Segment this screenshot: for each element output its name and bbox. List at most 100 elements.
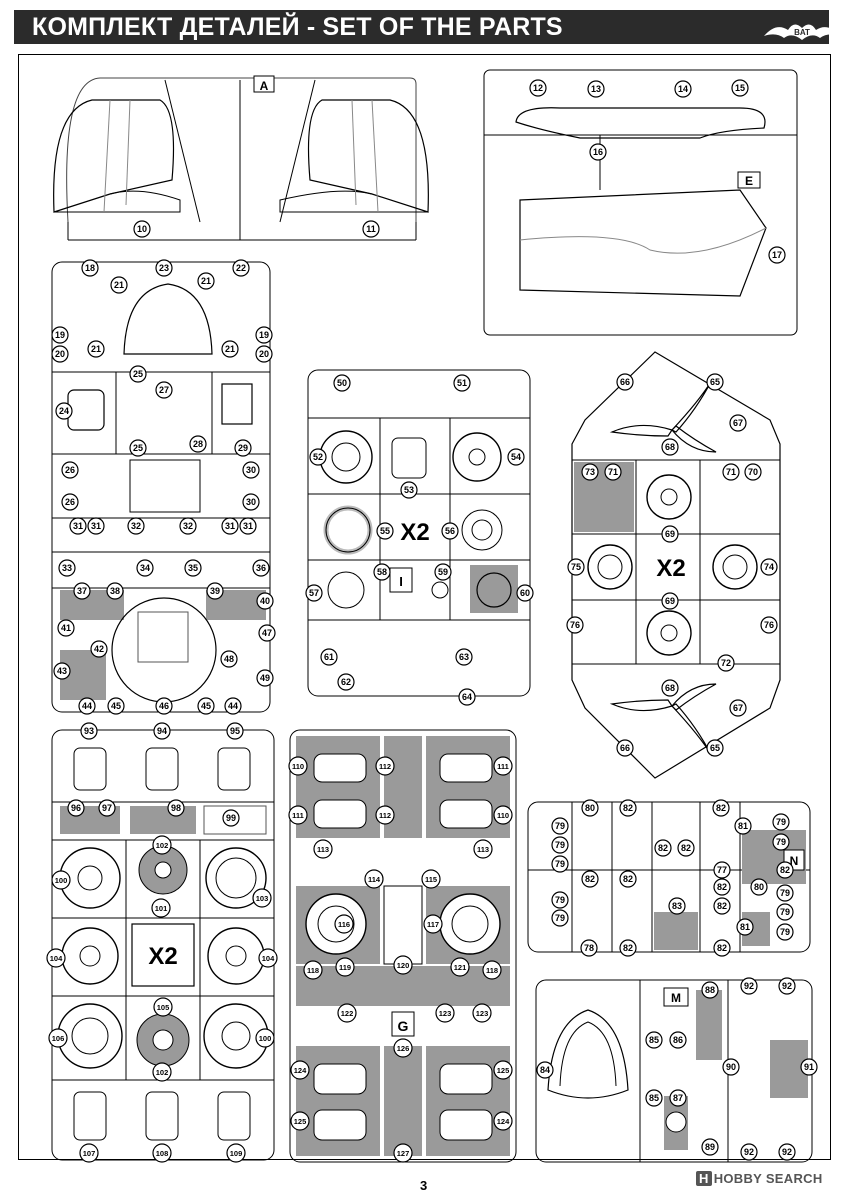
- part-number: 58: [377, 567, 387, 577]
- part-number-callout: 123: [472, 1003, 492, 1023]
- page-title: КОМПЛЕКТ ДЕТАЛЕЙ - SET OF THE PARTS: [32, 13, 563, 41]
- part-number-callout: 81: [734, 817, 752, 835]
- part-number: 82: [780, 865, 790, 875]
- sprue-a: [53, 75, 429, 241]
- part-number-callout: 64: [458, 688, 476, 706]
- part-number-callout: 26: [61, 493, 79, 511]
- part-number-callout: 121: [450, 957, 470, 977]
- part-number: 42: [94, 644, 104, 654]
- part-number: 113: [317, 845, 329, 854]
- part-number: 78: [584, 943, 594, 953]
- part-number-callout: 21: [197, 272, 215, 290]
- part-number: 21: [114, 280, 124, 290]
- part-number: 21: [225, 344, 235, 354]
- part-number: 39: [210, 586, 220, 596]
- part-number-callout: 44: [224, 697, 242, 715]
- part-number-callout: 115: [421, 869, 441, 889]
- part-number: 93: [84, 726, 94, 736]
- part-number: 82: [681, 843, 691, 853]
- part-number-callout: 68: [661, 438, 679, 456]
- part-number: 83: [672, 901, 682, 911]
- part-number: 44: [228, 701, 238, 711]
- part-number: 123: [476, 1009, 489, 1018]
- part-number: 30: [246, 465, 256, 475]
- part-number: 118: [307, 966, 319, 975]
- part-number: 65: [710, 743, 720, 753]
- part-number: 16: [593, 147, 603, 157]
- part-number-callout: 107: [79, 1143, 99, 1163]
- part-number: 82: [717, 943, 727, 953]
- part-number-callout: 73: [581, 463, 599, 481]
- part-number-callout: 97: [98, 799, 116, 817]
- part-number: 17: [772, 250, 782, 260]
- part-number-callout: 111: [288, 805, 308, 825]
- part-number-callout: 119: [335, 957, 355, 977]
- sprue-label-g: G: [398, 1018, 409, 1034]
- page-number: 3: [420, 1178, 428, 1193]
- part-number-callout: 21: [87, 340, 105, 358]
- part-number-callout: 82: [619, 799, 637, 817]
- part-number: 32: [131, 521, 141, 531]
- part-number: 31: [225, 521, 235, 531]
- part-number: 79: [780, 927, 790, 937]
- part-number-callout: 82: [677, 839, 695, 857]
- part-number: 82: [623, 803, 633, 813]
- part-number-callout: 45: [197, 697, 215, 715]
- part-number: 118: [486, 966, 498, 975]
- part-number-callout: 79: [551, 909, 569, 927]
- part-number-callout: 72: [717, 654, 735, 672]
- part-number-callout: 36: [252, 559, 270, 577]
- part-number: 103: [256, 894, 269, 903]
- part-number-callout: 60: [516, 584, 534, 602]
- part-number-callout: 50: [333, 374, 351, 392]
- part-number-callout: 30: [242, 493, 260, 511]
- part-number-callout: 82: [654, 839, 672, 857]
- part-number: 45: [111, 701, 121, 711]
- part-number: 46: [159, 701, 169, 711]
- part-number-callout: 112: [375, 756, 395, 776]
- part-number: 106: [52, 1034, 65, 1043]
- part-number-callout: 71: [604, 463, 622, 481]
- part-number-callout: 25: [129, 365, 147, 383]
- part-number: 19: [55, 330, 65, 340]
- part-number: 113: [477, 845, 489, 854]
- part-number-callout: 79: [551, 817, 569, 835]
- part-number-callout: 16: [589, 143, 607, 161]
- part-number: 67: [733, 418, 743, 428]
- part-number-callout: 11: [362, 220, 380, 238]
- part-number: 79: [555, 821, 565, 831]
- part-number-callout: 84: [536, 1061, 554, 1079]
- part-number-callout: 82: [581, 870, 599, 888]
- part-number-callout: 66: [616, 739, 634, 757]
- part-number-callout: 78: [580, 939, 598, 957]
- part-number-callout: 69: [661, 592, 679, 610]
- part-number-callout: 21: [221, 340, 239, 358]
- part-number: 68: [665, 683, 675, 693]
- part-number: 70: [748, 467, 758, 477]
- part-number-callout: 76: [566, 616, 584, 634]
- part-number-callout: 92: [778, 977, 796, 995]
- part-number: 79: [776, 837, 786, 847]
- part-number: 74: [764, 562, 774, 572]
- part-number-callout: 34: [136, 559, 154, 577]
- sprue-label-n: N: [790, 854, 799, 868]
- part-number-callout: 124: [493, 1111, 513, 1131]
- part-number: 55: [380, 526, 390, 536]
- part-number: 98: [171, 803, 181, 813]
- part-number: 69: [665, 596, 675, 606]
- part-number-callout: 45: [107, 697, 125, 715]
- part-number-callout: 79: [776, 923, 794, 941]
- sprue-label-m: M: [671, 991, 681, 1005]
- part-number: 15: [735, 83, 745, 93]
- part-number-callout: 26: [61, 461, 79, 479]
- part-number-callout: 66: [616, 373, 634, 391]
- part-number: 111: [292, 811, 304, 820]
- part-number-callout: 17: [768, 246, 786, 264]
- part-number: 92: [782, 981, 792, 991]
- part-number: 120: [397, 961, 410, 970]
- part-number-callout: 53: [400, 481, 418, 499]
- part-number: 69: [665, 529, 675, 539]
- part-number-callout: 54: [507, 448, 525, 466]
- part-number: 109: [230, 1149, 243, 1158]
- part-number-callout: 100: [255, 1028, 275, 1048]
